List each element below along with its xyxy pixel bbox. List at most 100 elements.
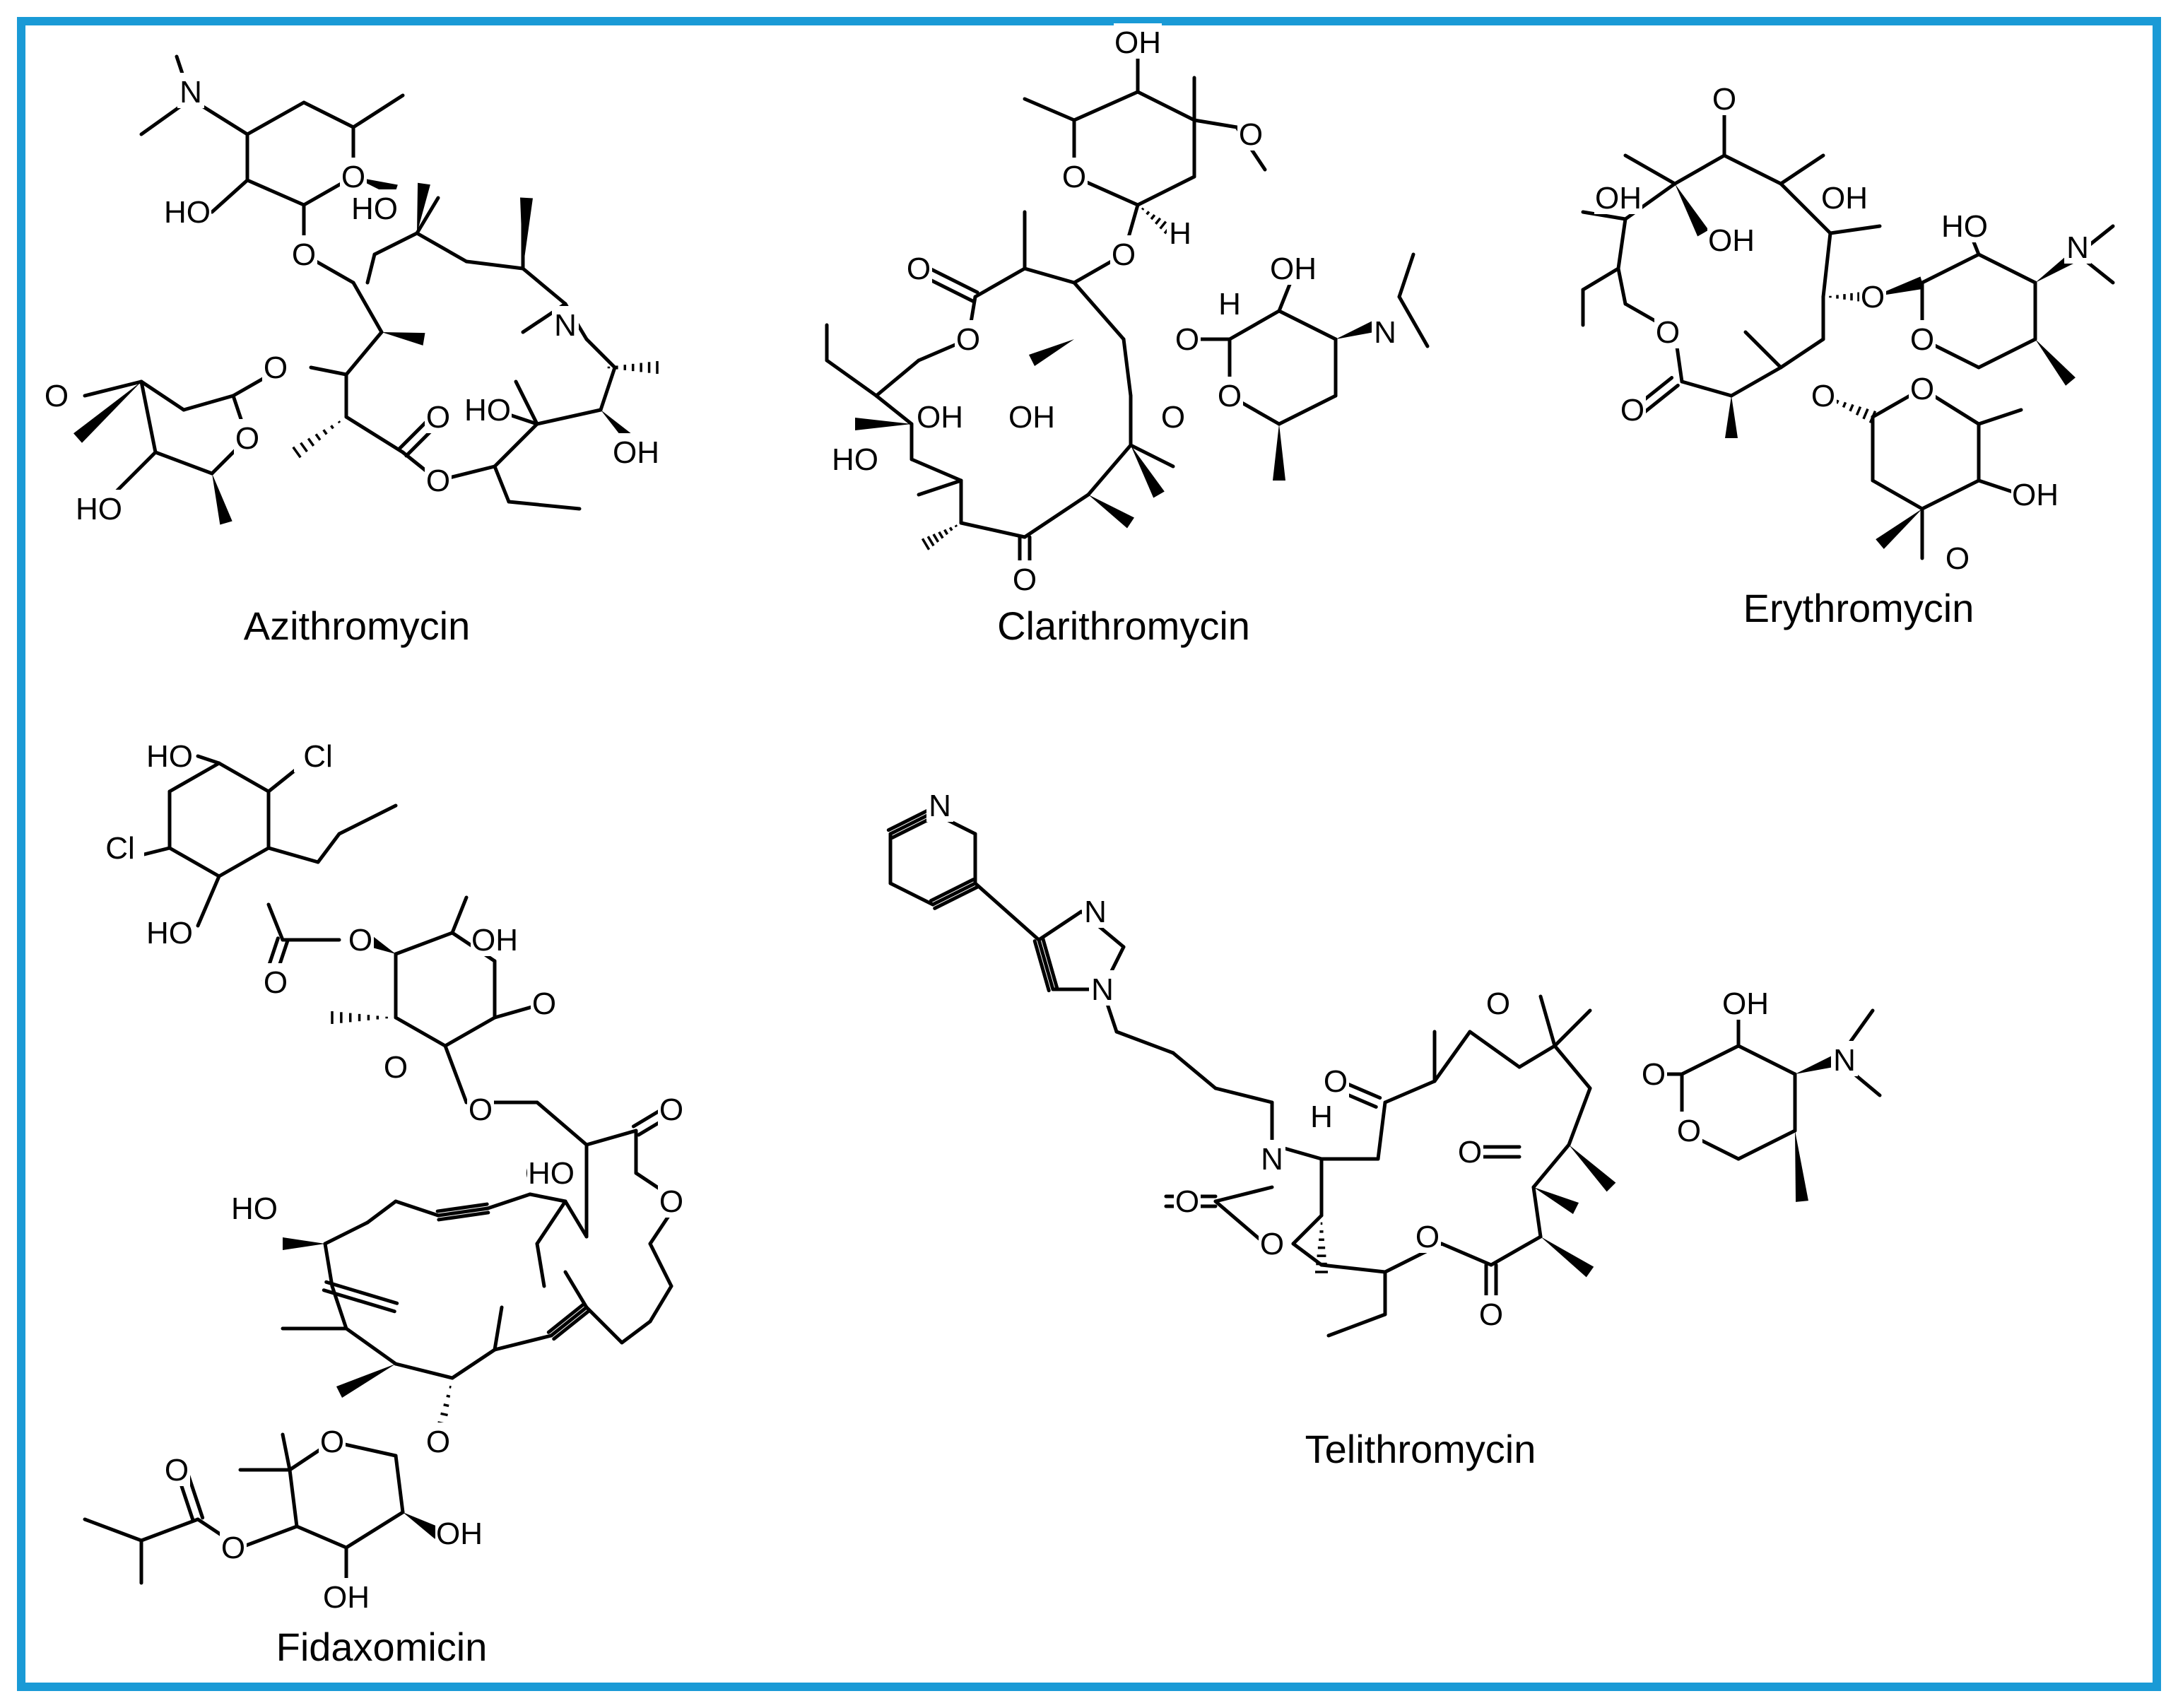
bond (450, 1348, 497, 1380)
compound-name-erythromycin: Erythromycin (1743, 586, 1974, 630)
bond (83, 1517, 143, 1543)
hydrogen-atom: H (1169, 216, 1191, 251)
bond (1616, 217, 1627, 271)
hydroxyl-group: HO (231, 1191, 278, 1226)
oxygen-atom: O (264, 351, 288, 385)
chlorine-atom: Cl (303, 739, 333, 774)
bond (1037, 909, 1083, 942)
oxygen-atom: O (45, 379, 69, 413)
bond (620, 1319, 652, 1345)
atom-label-mask (1594, 179, 1642, 214)
atom-label-mask (230, 1189, 278, 1225)
atom-label-mask (1372, 313, 1399, 348)
hydroxyl-group: HO (76, 492, 122, 526)
atom-label-mask (163, 1451, 190, 1486)
bond (584, 1129, 638, 1147)
bond (535, 1100, 589, 1147)
oxygen-atom: O (1112, 237, 1136, 272)
wedge-bond (1725, 396, 1738, 438)
bond (507, 500, 582, 511)
atom-label-mask (1216, 285, 1243, 320)
nitrogen-atom: N (1374, 315, 1396, 350)
bond (344, 1510, 405, 1550)
bond (1779, 153, 1825, 186)
wedge-bond (1131, 445, 1165, 498)
oxygen-atom: O (292, 237, 316, 272)
oxygen-atom: O (1861, 280, 1885, 314)
atom-label-mask (1082, 893, 1109, 928)
bond (1553, 1008, 1592, 1048)
atom-label-mask (2064, 228, 2091, 264)
atom-label-mask (319, 1423, 346, 1458)
atom-label-mask (467, 1090, 494, 1126)
bond (1023, 266, 1076, 285)
oxygen-atom: O (426, 1425, 450, 1459)
atom-label-mask (1259, 1225, 1285, 1260)
bond (1432, 1030, 1472, 1083)
bond (1531, 1185, 1543, 1239)
bond (450, 895, 469, 935)
bond (931, 881, 977, 907)
bond (1489, 1235, 1543, 1267)
hydroxyl-group: HO (351, 192, 398, 226)
bond (365, 252, 377, 285)
oxygen-atom: O (1712, 82, 1736, 117)
bond (1736, 1129, 1797, 1161)
atom-label-mask (1485, 984, 1512, 1020)
atom-label-mask (1089, 970, 1116, 1006)
atom-label-mask (552, 306, 579, 341)
nitrogen-atom: N (2066, 230, 2089, 265)
atom-label-mask (1308, 1097, 1335, 1133)
bond (1319, 1263, 1387, 1274)
bond (1680, 379, 1733, 398)
oxygen-atom: O (659, 1184, 683, 1219)
wedge-bond (1534, 1187, 1579, 1215)
bond (1213, 1086, 1274, 1105)
hashed-bond (292, 420, 341, 459)
double-bond (1032, 939, 1051, 993)
wedge-bond (1795, 1131, 1808, 1202)
bond (1581, 266, 1620, 292)
bond (394, 1015, 447, 1048)
atom-label-mask (146, 914, 194, 949)
oxygen-atom: O (384, 1050, 408, 1085)
bond (245, 100, 306, 136)
compound-name-telithromycin: Telithromycin (1305, 1427, 1536, 1471)
bond (1779, 182, 1832, 235)
bond (563, 1199, 589, 1239)
atom-label-mask (294, 737, 342, 772)
hydroxyl-group: OH (1008, 400, 1055, 435)
oxygen-atom: O (426, 464, 450, 498)
bond (83, 379, 143, 398)
bond (535, 1242, 546, 1288)
wedge-bond (382, 332, 425, 346)
bond (584, 337, 617, 370)
oxygen-atom: O (1677, 1114, 1701, 1148)
bond (1440, 1242, 1493, 1267)
bond (351, 93, 405, 129)
nitrogen-atom: N (1261, 1142, 1283, 1177)
atom-label-mask (1061, 158, 1088, 193)
atom-label-mask (1619, 391, 1646, 426)
compound-name-azithromycin: Azithromycin (244, 603, 471, 648)
bond (415, 196, 440, 235)
bond (910, 457, 963, 483)
double-bond (1041, 936, 1059, 990)
oxygen-atom: O (1910, 322, 1934, 357)
nitrogen-atom: N (1091, 972, 1114, 1007)
atom-label-mask (831, 440, 879, 476)
bond (1171, 1051, 1218, 1090)
hashed-bond (1315, 1222, 1328, 1273)
bond (528, 1192, 567, 1203)
wedge-bond (403, 1512, 442, 1539)
bond (1383, 1079, 1437, 1105)
hydroxyl-group: OH (2012, 478, 2059, 512)
wedge-bond (1028, 339, 1074, 367)
bond (196, 874, 221, 928)
bond (599, 365, 617, 412)
hydrogen-atom: H (1310, 1100, 1333, 1134)
atom-label-mask (1944, 539, 1971, 575)
bond (648, 1284, 673, 1324)
oxygen-atom: O (1656, 315, 1680, 350)
double-bond (322, 1288, 396, 1314)
